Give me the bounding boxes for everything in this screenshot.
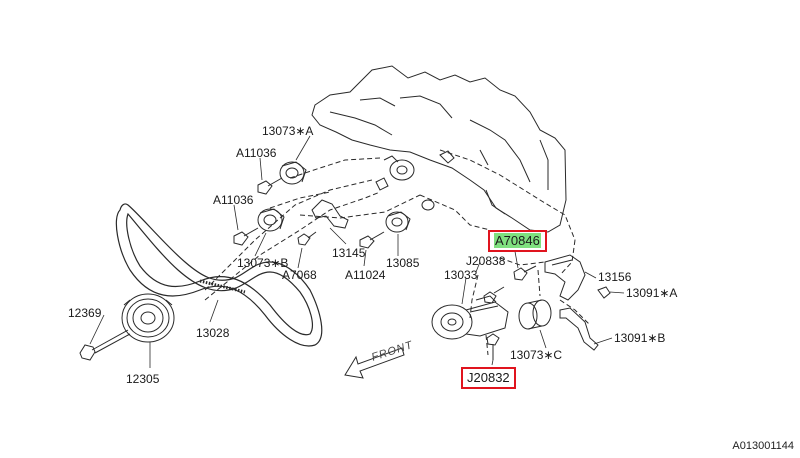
label-13091-b[interactable]: 13091∗B xyxy=(614,331,666,345)
timing-belt xyxy=(115,203,323,347)
label-13145[interactable]: 13145 xyxy=(332,246,366,260)
belt-guide-a xyxy=(597,286,611,299)
callout-a70846[interactable]: A70846 xyxy=(488,230,547,252)
crank-bolt xyxy=(79,329,131,361)
label-13073-a[interactable]: 13073∗A xyxy=(262,124,314,138)
label-12369[interactable]: 12369 xyxy=(68,306,102,320)
bolt-j20832 xyxy=(486,333,500,360)
idler-pulley-c xyxy=(518,299,552,330)
label-a11036-top[interactable]: A11036 xyxy=(236,146,277,160)
label-13073-c[interactable]: 13073∗C xyxy=(510,348,563,362)
guide-lines xyxy=(204,149,591,356)
callout-a70846-text: A70846 xyxy=(494,233,541,248)
bolt-a11036-mid xyxy=(233,227,259,246)
label-13073-b[interactable]: 13073∗B xyxy=(237,256,289,270)
crankshaft-pulley xyxy=(121,293,175,343)
belt-cover-bracket xyxy=(311,199,349,229)
bolt-j20838 xyxy=(483,286,505,304)
label-j20838[interactable]: J20838 xyxy=(466,254,506,268)
bolt-a11036-top xyxy=(257,177,283,195)
diagram-reference-code: A013001144 xyxy=(732,440,794,452)
belt-guide-b xyxy=(559,307,599,351)
label-13085[interactable]: 13085 xyxy=(386,256,420,270)
label-13033[interactable]: 13033 xyxy=(444,268,478,282)
label-13091-a[interactable]: 13091∗A xyxy=(626,286,678,300)
label-a11036-mid[interactable]: A11036 xyxy=(213,193,254,207)
front-arrow-icon xyxy=(344,347,405,379)
callout-j20832-text: J20832 xyxy=(467,370,510,385)
bolt-a11024 xyxy=(359,231,385,249)
bolt-a70846 xyxy=(513,265,537,281)
callout-j20832[interactable]: J20832 xyxy=(461,367,516,389)
label-13156[interactable]: 13156 xyxy=(598,270,632,284)
label-a7068[interactable]: A7068 xyxy=(282,268,317,282)
cam-bolts xyxy=(375,150,455,211)
label-12305[interactable]: 12305 xyxy=(126,372,160,386)
label-13028[interactable]: 13028 xyxy=(196,326,230,340)
bolt-a7068 xyxy=(297,231,317,246)
idler-pulley-b xyxy=(257,208,285,232)
engine-block xyxy=(311,65,567,233)
belt-tensioner xyxy=(431,295,509,340)
label-a11024[interactable]: A11024 xyxy=(345,268,386,282)
idler-13085 xyxy=(385,211,411,233)
tensioner-bracket xyxy=(544,254,586,301)
idler-pulley-a xyxy=(279,161,307,185)
